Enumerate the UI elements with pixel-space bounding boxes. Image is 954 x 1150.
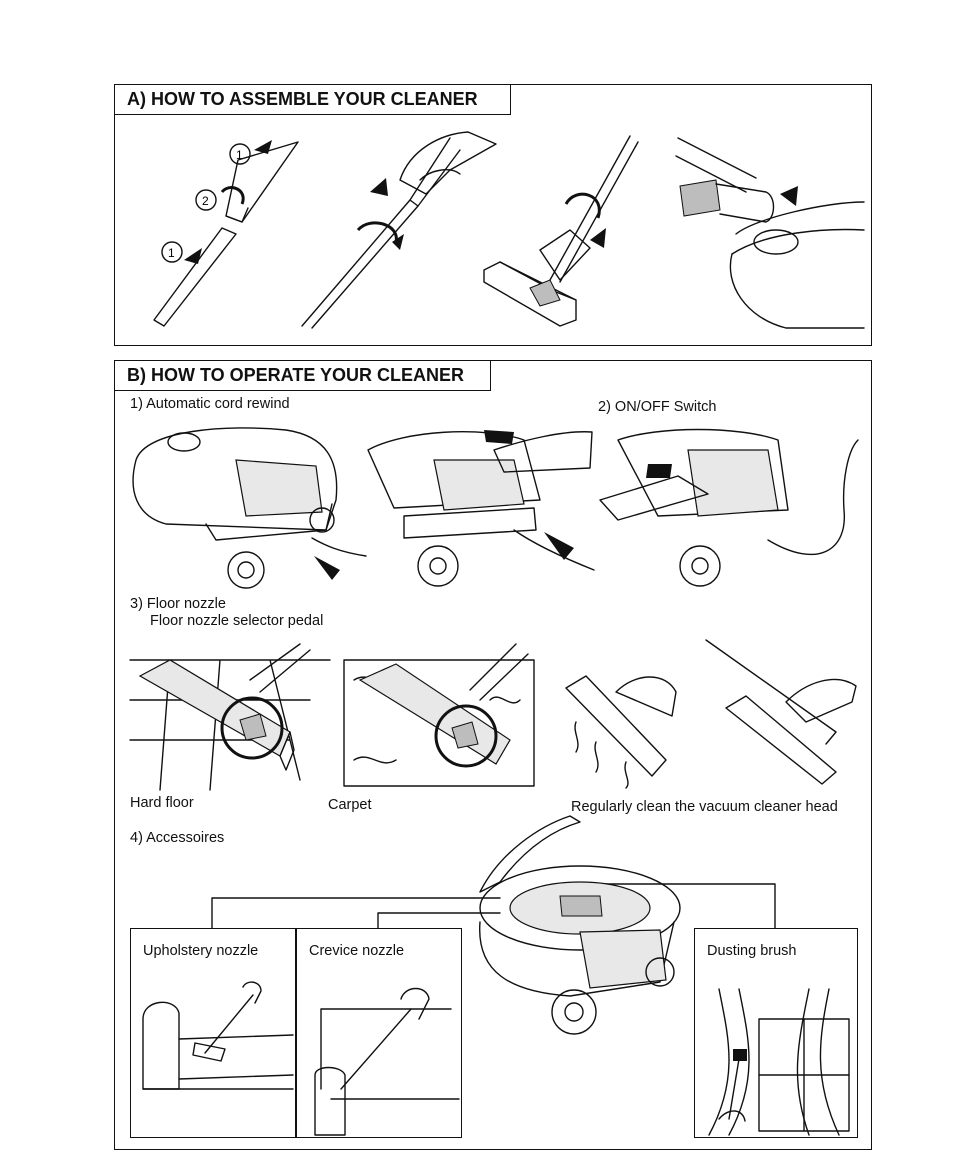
dusting-brush-illustration xyxy=(708,988,850,1136)
upholstery-nozzle-card: Upholstery nozzle xyxy=(130,928,296,1138)
dusting-brush-label: Dusting brush xyxy=(707,943,797,959)
assemble-illustration-tube-joining: 1 2 1 xyxy=(153,140,299,327)
crevice-nozzle-illustration xyxy=(314,987,460,1136)
dusting-brush-card: Dusting brush xyxy=(694,928,858,1138)
carpet-label: Carpet xyxy=(328,797,372,813)
assemble-section-title: A) HOW TO ASSEMBLE YOUR CLEANER xyxy=(115,85,511,115)
hard-floor-label: Hard floor xyxy=(130,795,194,811)
assemble-illustration-hose-insert xyxy=(675,137,865,329)
operate-section-title: B) HOW TO OPERATE YOUR CLEANER xyxy=(115,361,491,391)
cleaner-body-on-off xyxy=(599,428,859,587)
accessories-label: 4) Accessoires xyxy=(130,830,225,846)
nozzle-cleaning-illustration xyxy=(565,639,857,789)
cleaner-body-cord-button xyxy=(367,430,595,587)
assemble-illustration-floor-nozzle xyxy=(483,135,639,327)
step-marker-2: 2 xyxy=(202,194,209,208)
step-marker-1-top: 1 xyxy=(236,148,243,162)
cleaner-body-cord-pull xyxy=(132,427,367,589)
upholstery-nozzle-illustration xyxy=(142,981,294,1090)
floor-nozzle-carpet xyxy=(343,643,535,787)
crevice-nozzle-card: Crevice nozzle xyxy=(296,928,462,1138)
floor-nozzle-hard-floor xyxy=(129,643,331,791)
cord-rewind-label: 1) Automatic cord rewind xyxy=(130,396,290,412)
upholstery-nozzle-label: Upholstery nozzle xyxy=(143,943,259,959)
step-marker-1-bottom: 1 xyxy=(168,246,175,260)
assemble-illustration-hand-connect xyxy=(301,131,497,329)
crevice-nozzle-label: Crevice nozzle xyxy=(309,943,405,959)
on-off-switch-label: 2) ON/OFF Switch xyxy=(598,399,717,415)
selector-pedal-label: Floor nozzle selector pedal xyxy=(150,613,324,629)
assemble-section xyxy=(114,84,872,346)
cleaner-open-accessory-storage xyxy=(479,815,681,1035)
clean-head-label: Regularly clean the vacuum cleaner head xyxy=(571,799,838,815)
floor-nozzle-label: 3) Floor nozzle xyxy=(130,596,226,612)
